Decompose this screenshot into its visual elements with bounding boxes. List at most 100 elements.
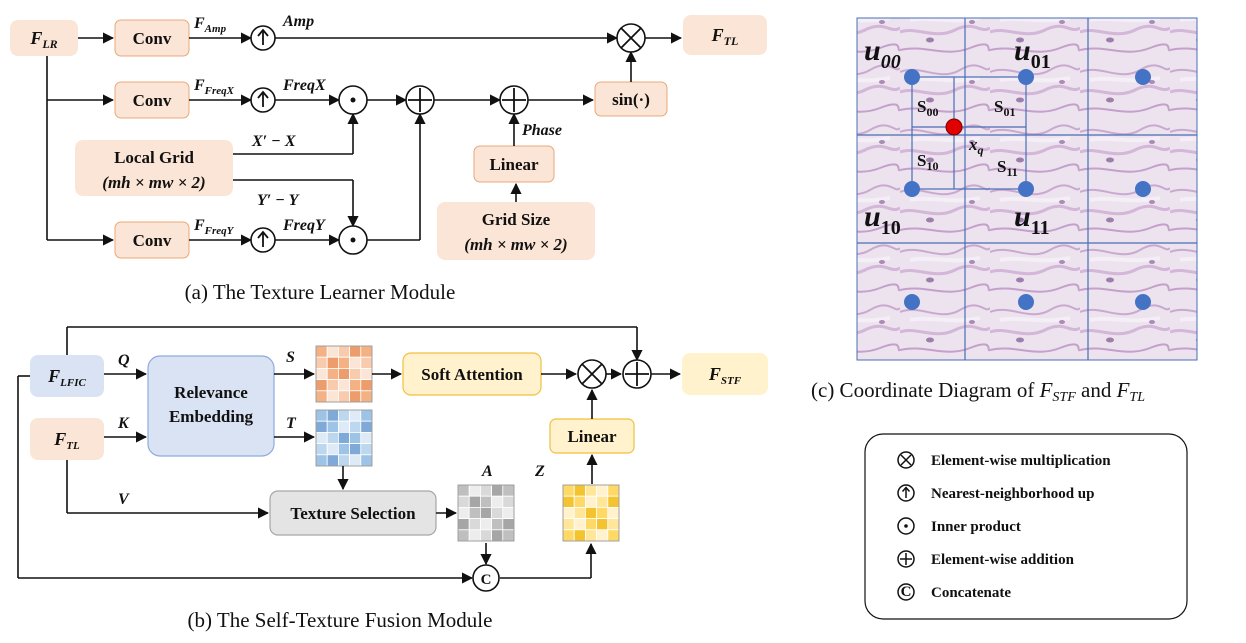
- matrix-cell: [502, 506, 515, 519]
- matrix-cell: [337, 356, 350, 369]
- matrix-cell: [360, 409, 373, 422]
- matrix-cell: [562, 529, 575, 542]
- matrix-cell: [479, 495, 492, 508]
- inner-product-legend-icon: [897, 517, 915, 535]
- local-grid-box: [75, 140, 233, 196]
- grid-size-box: [437, 202, 595, 260]
- input-f-tl-label: FTL: [53, 429, 80, 452]
- matrix-cell: [491, 506, 504, 519]
- label-s11: S11: [997, 157, 1018, 179]
- caption-a: (a) The Texture Learner Module: [185, 280, 456, 304]
- matrix-cell: [360, 356, 373, 369]
- matrix-cell: [326, 409, 339, 422]
- matrix-cell: [596, 506, 609, 519]
- texture-learner-module: FLR FTL Conv Conv Conv Local Grid (mh × …: [10, 13, 767, 304]
- sin-label: sin(·): [612, 90, 650, 109]
- matrix-cell: [457, 529, 470, 542]
- label-z: Z: [534, 463, 545, 480]
- texture-selection-label: Texture Selection: [290, 504, 416, 523]
- matrix-cell: [349, 356, 362, 369]
- matrix-cell: [573, 518, 586, 531]
- s-matrix: [315, 345, 373, 403]
- multiply-legend-icon: [897, 451, 915, 469]
- legend-item-text: Nearest-neighborhood up: [931, 486, 1095, 502]
- conv-label-freqx: Conv: [133, 91, 172, 110]
- matrix-cell: [585, 518, 598, 531]
- matrix-cell: [326, 420, 339, 433]
- matrix-cell: [337, 379, 350, 392]
- matrix-cell: [457, 484, 470, 497]
- matrix-cell: [337, 443, 350, 456]
- matrix-cell: [326, 379, 339, 392]
- soft-attention-label: Soft Attention: [421, 365, 523, 384]
- matrix-cell: [337, 367, 350, 380]
- local-grid-title: Local Grid: [114, 148, 194, 167]
- matrix-cell: [502, 495, 515, 508]
- matrix-cell: [349, 454, 362, 467]
- conv-label-amp: Conv: [133, 29, 172, 48]
- matrix-cell: [349, 367, 362, 380]
- label-f-freqy: FFreqY: [193, 217, 235, 237]
- add-icon-xy: [405, 85, 435, 115]
- label-xq: xq: [968, 135, 984, 157]
- legend-box: [864, 433, 1188, 620]
- matrix-cell: [562, 484, 575, 497]
- output-f-tl-label: FTL: [711, 25, 739, 48]
- label-k: K: [117, 415, 130, 432]
- matrix-cell: [315, 443, 328, 456]
- matrix-cell: [479, 529, 492, 542]
- up-icon-freqx: [250, 87, 276, 113]
- matrix-cell: [326, 367, 339, 380]
- input-f-lfic-box: [30, 355, 104, 397]
- matrix-cell: [468, 529, 481, 542]
- label-y-diff: Y′ − Y: [257, 192, 300, 209]
- multiply-icon-b: [577, 359, 607, 389]
- matrix-cell: [326, 345, 339, 358]
- matrix-cell: [315, 431, 328, 444]
- matrix-cell: [468, 506, 481, 519]
- grid-size-dims: (mh × mw × 2): [464, 235, 567, 254]
- matrix-cell: [337, 390, 350, 403]
- matrix-cell: [315, 356, 328, 369]
- matrix-cell: [596, 495, 609, 508]
- label-f-amp: FAmp: [193, 15, 227, 35]
- matrix-cell: [607, 506, 620, 519]
- linear-label-a: Linear: [489, 155, 539, 174]
- matrix-cell: [360, 420, 373, 433]
- grid-size-title: Grid Size: [482, 210, 551, 229]
- label-u00: u00: [864, 34, 901, 73]
- input-f-tl-box: [30, 418, 104, 460]
- input-f-lfic-label: FLFIC: [47, 366, 86, 389]
- label-f-freqx: FFreqX: [193, 77, 235, 97]
- matrix-cell: [360, 390, 373, 403]
- coordinate-diagram: u00 u01 u10 u11 S00 S01 S10 S11 xq (c) C…: [811, 17, 1198, 405]
- matrix-cell: [337, 454, 350, 467]
- matrix-cell: [573, 495, 586, 508]
- label-u11: u11: [1014, 200, 1050, 239]
- label-phase: Phase: [521, 122, 562, 139]
- matrix-cell: [315, 454, 328, 467]
- matrix-cell: [479, 484, 492, 497]
- matrix-cell: [491, 518, 504, 531]
- matrix-cell: [360, 431, 373, 444]
- label-s: S: [286, 349, 295, 366]
- relevance-line2: Embedding: [169, 407, 254, 426]
- output-f-stf-box: [682, 353, 768, 395]
- matrix-cell: [607, 518, 620, 531]
- matrix-cell: [457, 506, 470, 519]
- matrix-cell: [349, 345, 362, 358]
- multiply-icon-a: [616, 23, 646, 53]
- matrix-cell: [479, 506, 492, 519]
- add-legend-icon: [897, 550, 915, 568]
- concat-icon: C: [472, 564, 500, 592]
- matrix-cell: [502, 529, 515, 542]
- concat-symbol: C: [481, 572, 492, 588]
- matrix-cell: [326, 390, 339, 403]
- matrix-cell: [468, 484, 481, 497]
- matrix-cell: [596, 484, 609, 497]
- matrix-cell: [360, 443, 373, 456]
- matrix-cell: [326, 356, 339, 369]
- label-a: A: [481, 463, 493, 480]
- matrix-cell: [315, 420, 328, 433]
- label-u10: u10: [864, 200, 901, 239]
